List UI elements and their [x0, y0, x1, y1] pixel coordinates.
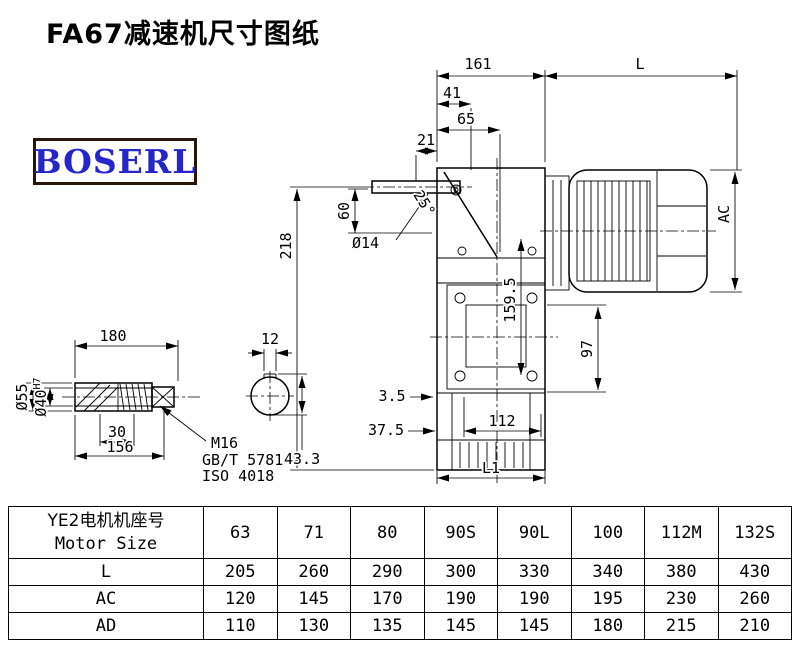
dim-97: 97 — [578, 340, 596, 358]
row-label: L — [8, 558, 204, 586]
keyway-section-detail — [250, 373, 290, 416]
dim-shaft-diameter: Ø14 — [352, 234, 379, 252]
table-cell: 260 — [276, 558, 351, 586]
dim-L: L — [635, 55, 644, 73]
table-cell: 340 — [570, 558, 645, 586]
output-shaft-detail — [74, 382, 175, 412]
motor-outline — [544, 169, 708, 293]
dim-161: 161 — [464, 55, 491, 73]
table-col-header: 100 — [570, 506, 645, 559]
motor-size-header-cell: YE2电机机座号 Motor Size — [8, 506, 204, 559]
table-row-AD: AD 110 130 135 145 145 180 215 210 — [8, 612, 792, 640]
dim-key-width-12: 12 — [261, 330, 279, 348]
row-label: AC — [8, 585, 204, 613]
table-col-header: 80 — [350, 506, 425, 559]
table-cell: 260 — [717, 585, 792, 613]
table-cell: 145 — [423, 612, 498, 640]
table-row-L: L 205 260 290 300 330 340 380 430 — [8, 558, 792, 586]
table-header-row: YE2电机机座号 Motor Size 63 71 80 90S 90L 100… — [8, 506, 792, 559]
table-cell: 135 — [350, 612, 425, 640]
dim-37-5: 37.5 — [368, 421, 404, 439]
table-cell: 215 — [644, 612, 719, 640]
table-col-header: 90S — [423, 506, 498, 559]
boserl-logo-text: BOSERL — [33, 142, 197, 181]
dimension-table: YE2电机机座号 Motor Size 63 71 80 90S 90L 100… — [8, 506, 792, 640]
page-title: FA67减速机尺寸图纸 — [46, 19, 320, 50]
table-row-AC: AC 120 145 170 190 190 195 230 260 — [8, 585, 792, 613]
dim-65: 65 — [457, 110, 475, 128]
table-cell: 130 — [276, 612, 351, 640]
motor-size-label-zh: YE2电机机座号 — [47, 511, 165, 532]
table-cell: 430 — [717, 558, 792, 586]
dim-21: 21 — [417, 131, 435, 149]
table-cell: 290 — [350, 558, 425, 586]
table-cell: 180 — [570, 612, 645, 640]
dim-3-5: 3.5 — [378, 387, 405, 405]
dim-218: 218 — [277, 232, 295, 259]
table-cell: 300 — [423, 558, 498, 586]
table-col-header: 63 — [203, 506, 278, 559]
label-standard-gb: GB/T 5781 — [202, 451, 283, 469]
table-cell: 190 — [497, 585, 572, 613]
dim-60: 60 — [335, 202, 353, 220]
dim-112: 112 — [488, 412, 515, 430]
table-cell: 145 — [276, 585, 351, 613]
table-col-header: 132S — [717, 506, 792, 559]
dim-159-5: 159.5 — [501, 277, 519, 322]
technical-drawing: 161 L 41 65 21 60 Ø14 25° 218 159.5 AC 9… — [11, 53, 742, 487]
bolt-holes — [450, 184, 538, 382]
table-col-header: 71 — [276, 506, 351, 559]
table-cell: 190 — [423, 585, 498, 613]
table-cell: 330 — [497, 558, 572, 586]
dim-bore-40H7: Ø40H7 — [32, 377, 50, 416]
table-cell: 195 — [570, 585, 645, 613]
label-thread-M16: M16 — [211, 434, 238, 452]
table-cell: 205 — [203, 558, 278, 586]
dim-L1: L1 — [482, 459, 500, 477]
table-cell: 210 — [717, 612, 792, 640]
table-cell: 120 — [203, 585, 278, 613]
table-cell: 110 — [203, 612, 278, 640]
row-label: AD — [8, 612, 204, 640]
table-cell: 230 — [644, 585, 719, 613]
dim-156: 156 — [106, 438, 133, 456]
table-cell: 380 — [644, 558, 719, 586]
table-col-header: 112M — [644, 506, 719, 559]
dim-41: 41 — [443, 84, 461, 102]
motor-size-label-en: Motor Size — [54, 533, 158, 554]
boserl-logo: BOSERL — [33, 138, 197, 185]
dim-od-55: Ø55 — [13, 383, 31, 410]
dim-30: 30 — [108, 423, 126, 441]
dim-key-depth-43-3: 43.3 — [284, 450, 320, 468]
dim-AC: AC — [715, 205, 733, 223]
table-cell: 145 — [497, 612, 572, 640]
dim-180: 180 — [99, 327, 126, 345]
table-col-header: 90L — [497, 506, 572, 559]
label-standard-iso: ISO 4018 — [202, 467, 274, 485]
table-cell: 170 — [350, 585, 425, 613]
dimension-lines — [26, 70, 742, 484]
